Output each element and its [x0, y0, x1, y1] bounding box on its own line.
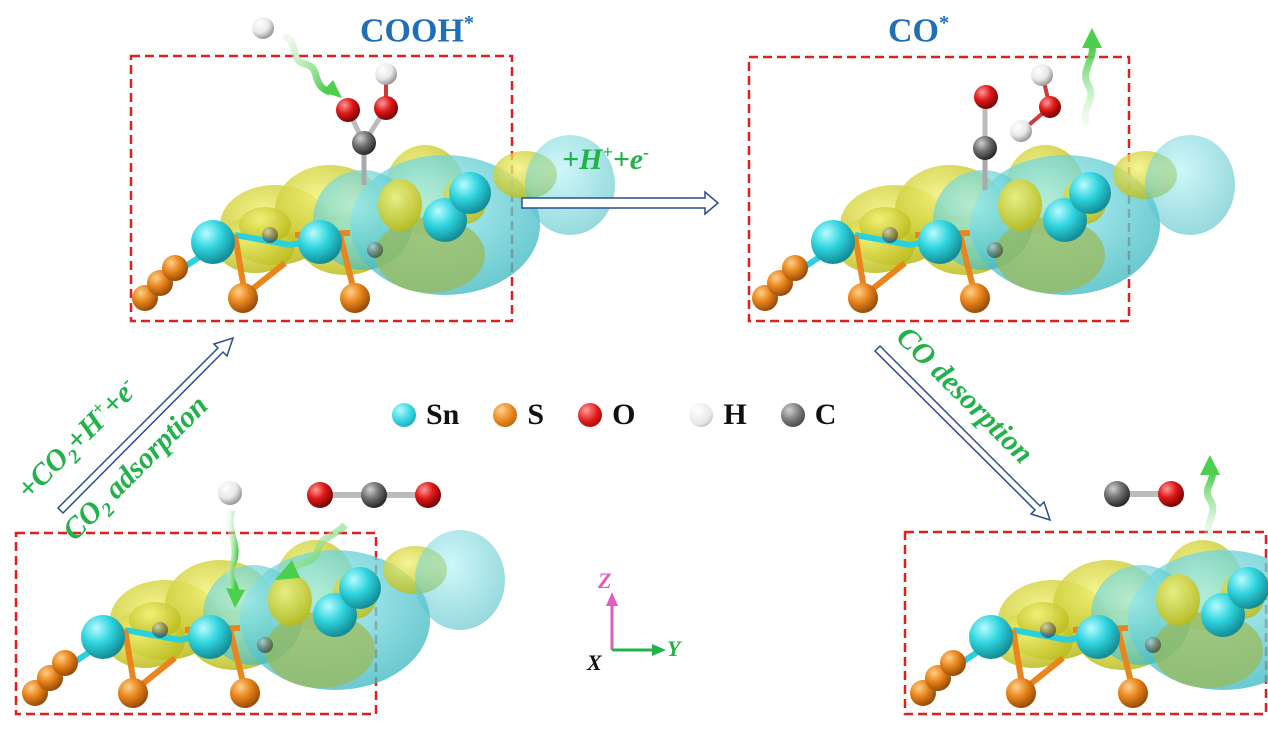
- s-atom-icon: [493, 403, 518, 427]
- legend-c: C: [780, 398, 836, 432]
- c-atom-icon: [780, 403, 805, 427]
- sn-atom-icon: [392, 403, 416, 427]
- x-axis-label: X: [587, 650, 602, 675]
- co2-adsorption-arrow: [287, 522, 348, 573]
- cooh-surface-density: [132, 135, 615, 313]
- co-label: CO*: [888, 12, 950, 50]
- legend-s: S: [493, 398, 544, 432]
- legend-sn: Sn: [392, 398, 459, 432]
- atom-legend: Sn S O H C: [392, 398, 870, 432]
- cooh-panel-frame: [129, 54, 514, 323]
- co2-molecule: [307, 482, 441, 508]
- incoming-h-atom: [252, 17, 274, 39]
- co2-surface-density: [22, 530, 505, 708]
- y-axis-label: Y: [667, 636, 681, 661]
- h-atom: [218, 481, 242, 505]
- leaving-water: [1010, 64, 1061, 142]
- cooh-adsorbate: [336, 63, 398, 185]
- co2-adsorption-arrow-main: [56, 336, 235, 515]
- co-surface-density: [752, 135, 1235, 313]
- cooh-state-panel: [129, 17, 615, 323]
- co2-adsorption-panel: [14, 481, 505, 716]
- desorbed-surface-density: [910, 530, 1268, 708]
- free-co-molecule: [1104, 481, 1184, 507]
- h-atom-icon: [689, 403, 714, 427]
- cooh-label: COOH*: [360, 12, 475, 50]
- coordinate-axes: [606, 592, 666, 656]
- process-arrows: [56, 190, 1052, 522]
- co-desorption-arrow-main: [873, 344, 1052, 522]
- legend-h: H: [689, 398, 747, 432]
- co-adsorbate: [973, 85, 998, 190]
- water-leaving-arrow: [1081, 44, 1096, 127]
- proton-transfer-arrow: [281, 32, 332, 96]
- h-transfer-label: +H++e-: [562, 142, 650, 176]
- legend-o: O: [578, 398, 635, 432]
- h-adsorption-arrow: [226, 508, 239, 597]
- o-atom-icon: [578, 403, 603, 427]
- co-leaving-arrow: [1203, 469, 1217, 543]
- h-transfer-arrow: [521, 190, 720, 216]
- co-state-panel: [747, 28, 1235, 323]
- z-axis-label: Z: [598, 568, 612, 593]
- co-desorbed-panel: [903, 455, 1268, 716]
